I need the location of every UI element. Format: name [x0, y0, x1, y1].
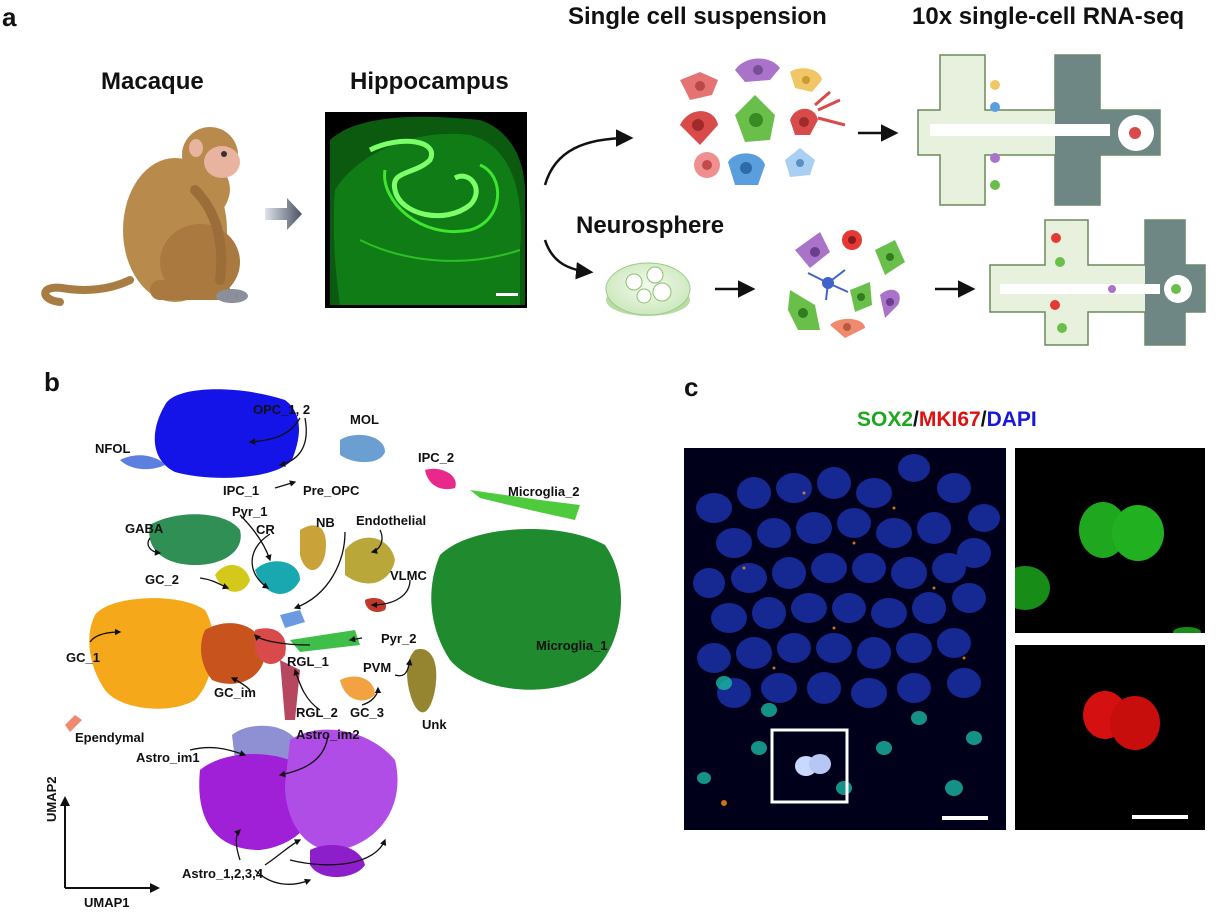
cluster-gc2-blob: [215, 564, 250, 592]
stain-mki67: MKI67: [918, 408, 981, 431]
cluster-ipc2-blob: [425, 468, 456, 490]
rnaseq-label: 10x single-cell RNA-seq: [912, 3, 1185, 30]
label-rgl1: RGL_1: [287, 654, 329, 669]
panel-letter-c: c: [684, 372, 699, 402]
label-unk: Unk: [422, 717, 447, 732]
neurosphere-cells: [788, 230, 905, 338]
cluster-microglia2-blob: [470, 490, 580, 520]
cluster-nfol-blob: [120, 455, 165, 470]
scale-bar: [1132, 815, 1188, 819]
macaque-to-tissue-arrow: [265, 198, 302, 230]
cluster-opc-blob: [154, 389, 300, 478]
cluster-preopc-blob: [280, 610, 305, 628]
stain-sep-1: /: [913, 408, 919, 431]
stain-dapi: DAPI: [986, 408, 1037, 431]
scale-bar: [942, 816, 988, 820]
label-mol: MOL: [350, 412, 379, 427]
label-ependymal: Ependymal: [75, 730, 145, 745]
cluster-gc3-blob: [340, 676, 375, 701]
label-gcim: GC_im: [214, 685, 256, 700]
label-preopc: Pre_OPC: [303, 483, 360, 498]
cluster-astro-bottom-blob: [310, 845, 365, 878]
panel-letter-a: a: [2, 2, 17, 32]
label-opc: OPC_1, 2: [253, 402, 311, 417]
cluster-rgl1-blob: [255, 628, 286, 665]
stain-sep-2: /: [980, 408, 987, 431]
umap-clusters: [65, 389, 622, 878]
cluster-gcim-blob: [200, 623, 265, 684]
stain-legend: SOX2/MKI67/DAPI: [857, 408, 1037, 432]
cluster-astro-right-blob: [285, 729, 398, 851]
label-gc3: GC_3: [350, 705, 384, 720]
cluster-cr-blob: [255, 561, 300, 594]
cluster-unk-blob: [407, 649, 437, 713]
cluster-gc1-blob: [89, 598, 214, 709]
label-ipc2: IPC_2: [418, 450, 455, 465]
label-rgl2: RGL_2: [296, 705, 338, 720]
label-gc1: GC_1: [66, 650, 100, 665]
label-microglia2: Microglia_2: [508, 484, 580, 499]
panel-a-illustration: [41, 54, 1206, 346]
cluster-pyr2-blob: [290, 630, 360, 652]
label-cr: CR: [256, 522, 275, 537]
cluster-gaba-blob: [149, 514, 241, 565]
mki67-channel-image: [1015, 645, 1205, 830]
cluster-nb-blob: [300, 525, 326, 570]
umap1-label: UMAP1: [84, 895, 130, 910]
chip-bottom-icon: [989, 219, 1206, 346]
cluster-endothelial-blob: [345, 537, 395, 584]
single-cell-cluster: [680, 58, 846, 185]
label-pyr1: Pyr_1: [232, 504, 268, 519]
cluster-microglia1-blob: [431, 528, 622, 690]
label-pvm: PVM: [363, 660, 392, 675]
label-nb: NB: [316, 515, 335, 530]
neurosphere-dish-icon: [605, 262, 691, 316]
chip-top-icon: [917, 54, 1161, 206]
stain-sox2: SOX2: [857, 408, 914, 431]
label-astroim2: Astro_im2: [296, 727, 360, 742]
hippocampus-label: Hippocampus: [350, 68, 509, 95]
label-gaba: GABA: [125, 521, 164, 536]
label-astro: Astro_1,2,3,4: [182, 866, 263, 881]
zoom-inset-box: [770, 728, 849, 804]
umap2-label: UMAP2: [44, 776, 59, 822]
neurosphere-label: Neurosphere: [576, 212, 725, 239]
label-nfol: NFOL: [95, 441, 131, 456]
macaque-label: Macaque: [101, 68, 204, 95]
label-microglia1: Microglia_1: [536, 638, 608, 653]
single-cell-label: Single cell suspension: [568, 3, 827, 30]
cluster-ependymal-blob: [65, 715, 82, 732]
umap-plot: [60, 389, 622, 893]
label-endothelial: Endothelial: [356, 513, 427, 528]
merged-microscopy-image: [684, 448, 1006, 830]
label-ipc1: IPC_1: [223, 483, 260, 498]
label-astroim1: Astro_im1: [136, 750, 200, 765]
sox2-channel-image: [1015, 448, 1205, 633]
label-pyr2: Pyr_2: [381, 631, 417, 646]
cluster-mol-blob: [340, 434, 385, 463]
macaque-icon: [41, 127, 248, 306]
label-vlmc: VLMC: [390, 568, 427, 583]
label-gc2: GC_2: [145, 572, 179, 587]
panel-letter-b: b: [44, 367, 60, 397]
hippocampus-image: [325, 112, 527, 308]
